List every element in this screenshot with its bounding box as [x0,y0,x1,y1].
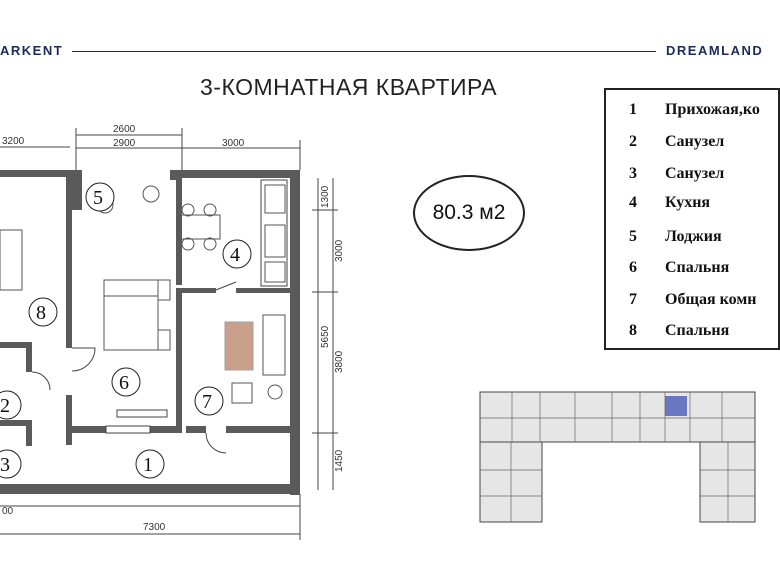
room-number-6: 6 [119,372,129,394]
legend-item-number: 6 [629,259,637,276]
dim-top-4: 3000 [222,138,245,149]
dim-top-1: 3200 [2,136,25,147]
room-number-1: 1 [143,454,153,476]
dim-right-3: 5650 [320,325,331,348]
dimension-lines-bottom [0,494,301,540]
legend-item: 7 Общая комн [606,288,756,312]
dim-top-3: 2900 [113,138,136,149]
legend-item: 1 Прихожая,ко [606,98,760,122]
legend-item: 4 Кухня [606,191,710,215]
legend-item-label: Санузел [665,133,725,150]
dimension-lines-right [312,178,338,490]
legend-item-label: Общая комн [665,291,757,308]
room-labels: 5 4 8 6 7 2 3 1 [0,182,252,479]
legend-item-label: Прихожая,ко [665,101,760,118]
dim-bottom-1: 00 [2,506,14,517]
legend-item-number: 1 [629,101,637,118]
dim-right-4: 3800 [334,350,345,373]
room-number-5: 5 [93,187,103,209]
dim-bottom-2: 7300 [143,522,166,533]
brand-logo-right: DREAMLAND [666,43,764,58]
legend-item-label: Спальня [665,259,730,276]
room-number-7: 7 [202,391,212,413]
highlighted-apartment [665,396,687,416]
legend-item-number: 8 [629,322,637,339]
room-number-8: 8 [36,302,46,324]
legend-item: 5 Лоджия [606,225,722,249]
header-divider [72,51,656,52]
legend-item-label: Лоджия [665,228,722,245]
room-number-3: 3 [0,454,10,476]
legend-item-number: 2 [629,133,637,150]
walls [0,170,300,495]
legend-item: 8 Спальня [606,319,729,343]
legend-item-label: Кухня [665,194,711,211]
windows [105,179,288,434]
legend-item-number: 4 [629,194,637,211]
room-number-4: 4 [230,244,240,266]
legend-item-label: Санузел [665,165,725,182]
dim-right-1: 1300 [320,185,331,208]
legend-item-label: Спальня [665,322,730,339]
legend-item-number: 5 [629,228,637,245]
doors [31,281,237,454]
legend-item-number: 3 [629,165,637,182]
area-badge: 80.3 м2 [413,175,525,251]
dim-top-2: 2600 [113,124,136,135]
legend-item: 6 Спальня [606,256,729,280]
building-key-plan [479,391,756,523]
dim-right-5: 1450 [334,449,345,472]
room-number-2: 2 [0,395,10,417]
brand-logo-left: ARKENT [0,43,64,58]
legend-item: 3 Санузел [606,162,724,186]
legend-item: 2 Санузел [606,130,724,154]
page-title: 3-КОМНАТНАЯ КВАРТИРА [200,74,498,100]
dim-right-2: 3000 [334,239,345,262]
legend-item-number: 7 [629,291,637,308]
area-value: 80.3 м2 [432,201,506,224]
furniture [0,184,286,404]
dimension-lines-top [0,128,301,170]
